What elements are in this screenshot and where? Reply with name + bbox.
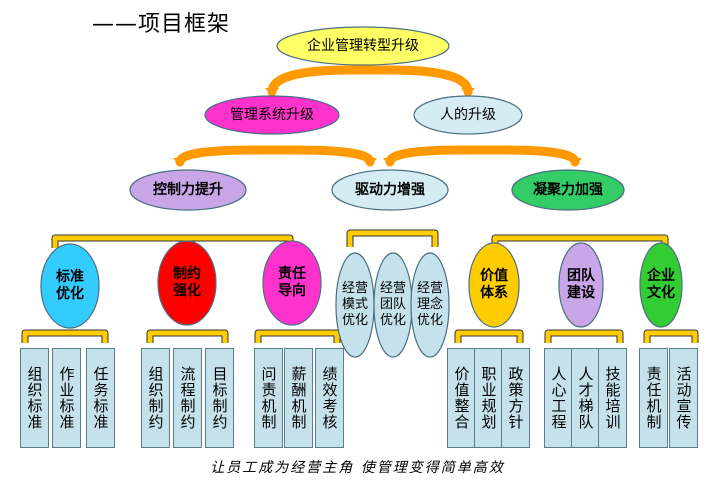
leaf-box-1: 作业标准	[52, 348, 81, 448]
leaf-box-4: 流程制约	[173, 348, 202, 448]
node-level2-1-label: 人的升级	[440, 106, 496, 123]
connector-top-arrow-left	[265, 88, 279, 97]
connector-people-arrow-left	[383, 158, 397, 167]
node-level3-2	[511, 169, 625, 211]
node-level3-0-label: 控制力提升	[153, 181, 223, 198]
node-level4-7	[558, 242, 604, 328]
node-level4-6-label: 价值 体系	[480, 268, 508, 301]
leaf-box-10: 职业规划	[474, 348, 503, 448]
leaf-box-8-label: 绩效考核	[320, 366, 339, 430]
leaf-box-2-label: 任务标准	[91, 366, 110, 430]
node-top-label: 企业管理转型升级	[307, 37, 419, 54]
leaf-box-10-label: 职业规划	[479, 366, 498, 430]
leaf-box-4-label: 流程制约	[178, 366, 197, 430]
leaf-box-7-label: 薪酬机制	[289, 366, 308, 430]
node-level4-2-label: 责任 导向	[278, 266, 306, 299]
connector-top-arrow-right	[461, 88, 475, 97]
node-level4-8	[639, 242, 683, 328]
leaf-box-7: 薪酬机制	[284, 348, 313, 448]
node-level3-1-label: 驱动力增强	[355, 181, 425, 198]
leaf-box-2: 任务标准	[86, 348, 115, 448]
node-level3-2-label: 凝聚力加强	[533, 181, 603, 198]
page-title: ——项目框架	[92, 12, 231, 37]
leaf-box-11-label: 政策方针	[506, 366, 525, 430]
leaf-box-6: 问责机制	[254, 348, 283, 448]
node-level4-4-label: 经营 团队 优化	[379, 281, 406, 328]
bracket-team	[545, 330, 623, 343]
leaf-box-11: 政策方针	[501, 348, 530, 448]
leaf-box-13-label: 人才梯队	[576, 366, 595, 430]
node-level4-1	[157, 240, 217, 326]
bracket-drive	[347, 230, 438, 247]
leaf-box-12: 人心工程	[544, 348, 573, 448]
leaf-box-16-label: 活动宣传	[674, 366, 693, 430]
leaf-box-15-label: 责任机制	[644, 366, 663, 430]
leaf-box-0: 组织标准	[20, 348, 49, 448]
bracket-culture	[644, 330, 698, 343]
node-level3-1	[331, 169, 449, 211]
node-level4-7-label: 团队 建设	[567, 268, 595, 301]
connector-people	[385, 145, 580, 167]
leaf-box-9-label: 价值整合	[452, 366, 471, 430]
leaf-box-6-label: 问责机制	[259, 366, 278, 430]
bracket-value	[455, 330, 523, 343]
leaf-box-0-label: 组织标准	[25, 366, 44, 430]
footer-slogan: 让员工成为经营主角 使管理变得简单高效	[210, 460, 505, 476]
node-top	[276, 26, 450, 66]
connector-mgmt-arrow-left	[173, 158, 187, 167]
leaf-box-16: 活动宣传	[669, 348, 698, 448]
node-level4-5	[410, 252, 450, 358]
bracket-responsibility	[255, 330, 340, 343]
node-level2-0-label: 管理系统升级	[230, 106, 314, 123]
node-level4-6	[468, 242, 520, 328]
leaf-box-1-label: 作业标准	[57, 366, 76, 430]
node-level4-3-label: 经营 模式 优化	[341, 281, 368, 328]
leaf-box-15: 责任机制	[639, 348, 668, 448]
node-level4-2	[262, 240, 322, 326]
node-level4-0	[40, 243, 100, 329]
bracket-standard	[22, 330, 108, 343]
leaf-box-14: 技能培训	[598, 348, 627, 448]
leaf-box-8: 绩效考核	[315, 348, 344, 448]
leaf-box-5: 目标制约	[205, 348, 234, 448]
connector-mgmt-arrow-right	[363, 158, 377, 167]
node-level2-0	[204, 95, 340, 135]
node-level3-0	[129, 169, 247, 211]
leaf-box-3: 组织制约	[141, 348, 170, 448]
leaf-box-9: 价值整合	[447, 348, 476, 448]
connector-top	[267, 65, 473, 97]
leaf-box-14-label: 技能培训	[603, 366, 622, 430]
node-level2-1	[413, 95, 523, 135]
node-level4-8-label: 企业 文化	[647, 268, 675, 301]
bracket-constraint	[147, 330, 228, 343]
node-level4-5-label: 经营 理念 优化	[416, 281, 443, 328]
leaf-box-12-label: 人心工程	[549, 366, 568, 430]
leaf-box-5-label: 目标制约	[210, 366, 229, 430]
leaf-box-13: 人才梯队	[571, 348, 600, 448]
node-level4-0-label: 标准 优化	[56, 269, 84, 302]
connector-mgmt	[175, 145, 375, 167]
node-level4-1-label: 制约 强化	[173, 266, 201, 299]
leaf-box-3-label: 组织制约	[146, 366, 165, 430]
connector-people-arrow-right	[568, 158, 582, 167]
